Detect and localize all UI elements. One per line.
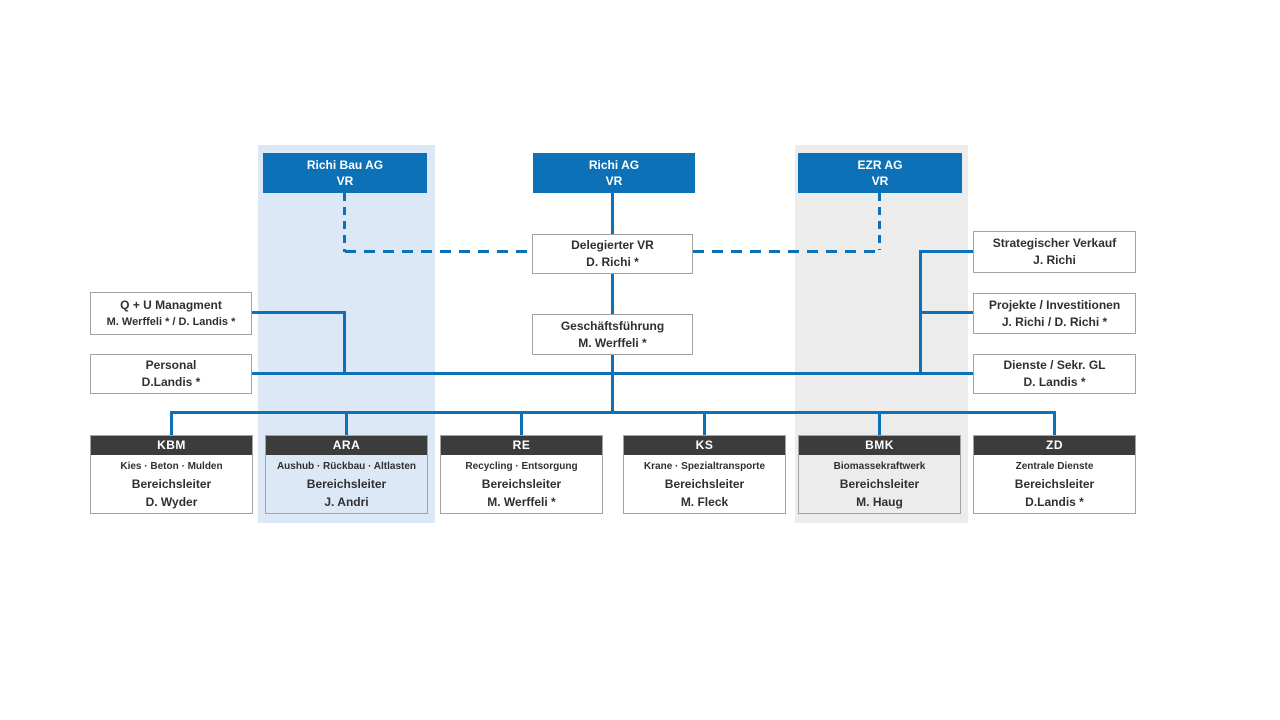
dept-person: D. Wyder: [145, 495, 198, 510]
dept-role: Bereichsleiter: [839, 476, 920, 491]
org-box-richi-ag: Richi AG VR: [533, 153, 695, 193]
connector-drop-bmk: [878, 411, 881, 435]
dept-role: Bereichsleiter: [306, 476, 387, 491]
dept-subtitle: Recycling · Entsorgung: [465, 460, 578, 472]
connector-richi-ag-delegierter: [611, 193, 614, 234]
connector-drop-zd: [1053, 411, 1056, 435]
box-title: Geschäftsführung: [560, 318, 665, 333]
dept-person: J. Andri: [324, 495, 369, 510]
dept-subtitle: Zentrale Dienste: [1015, 460, 1094, 472]
dept-code: ARA: [266, 436, 427, 455]
dept-role: Bereichsleiter: [664, 476, 745, 491]
connector-mainline: [170, 411, 1056, 414]
org-box-strategischer-verkauf: Strategischer Verkauf J. Richi: [973, 231, 1136, 273]
connector-drop-ara: [345, 411, 348, 435]
dept-subtitle: Kies · Beton · Mulden: [120, 460, 223, 472]
connector-junction-down: [343, 311, 346, 373]
connector-trunk-strategischer: [919, 250, 973, 253]
company-name: Richi Bau AG: [306, 158, 384, 172]
dept-subtitle: Aushub · Rückbau · Altlasten: [276, 460, 417, 472]
dept-role: Bereichsleiter: [131, 476, 212, 491]
dept-subtitle: Krane · Spezialtransporte: [643, 460, 766, 472]
dept-person: M. Fleck: [680, 495, 729, 510]
company-sub: VR: [605, 174, 623, 188]
connector-dashed-richi-bau-delegierter: [345, 250, 532, 253]
connector-dashed-richi-bau-down: [343, 193, 346, 252]
box-person: D.Landis *: [141, 375, 201, 389]
dept-subtitle: Biomassekraftwerk: [833, 460, 926, 472]
dept-person: D.Landis *: [1025, 495, 1084, 510]
box-title: Projekte / Investitionen: [988, 297, 1121, 312]
connector-trunk-projekte: [919, 311, 973, 314]
dept-code: ZD: [974, 436, 1135, 455]
box-title: Delegierter VR: [571, 238, 654, 252]
box-title: Dienste / Sekr. GL: [1003, 358, 1106, 372]
dept-code: RE: [441, 436, 602, 455]
dept-code: KBM: [91, 436, 252, 455]
company-sub: VR: [336, 174, 354, 188]
dept-role: Bereichsleiter: [1014, 476, 1095, 491]
org-box-ezr-ag: EZR AG VR: [798, 153, 962, 193]
connector-drop-re: [520, 411, 523, 435]
org-box-geschaeftsfuehrung: Geschäftsführung M. Werffeli *: [532, 314, 693, 355]
org-box-richi-bau-ag: Richi Bau AG VR: [263, 153, 427, 193]
dept-person: M. Haug: [856, 495, 903, 510]
box-person: D. Richi *: [586, 255, 639, 269]
dept-box-bmk: BMK Biomassekraftwerk Bereichsleiter M. …: [798, 435, 961, 514]
connector-delegierter-geschaeftsfuehrung: [611, 274, 614, 314]
box-title: Q + U Managment: [120, 297, 222, 312]
org-box-personal: Personal D.Landis *: [90, 354, 252, 394]
box-title: Personal: [145, 358, 197, 372]
box-title: Strategischer Verkauf: [992, 236, 1117, 250]
org-box-projekte-investitionen: Projekte / Investitionen J. Richi / D. R…: [973, 293, 1136, 334]
company-name: EZR AG: [857, 158, 903, 172]
connector-personal-dienste: [252, 372, 973, 375]
company-name: Richi AG: [588, 158, 640, 172]
org-box-dienste-sekr-gl: Dienste / Sekr. GL D. Landis *: [973, 354, 1136, 394]
connector-dashed-delegierter-ezr: [693, 250, 880, 253]
box-person: M. Werffeli *: [578, 335, 647, 350]
connector-drop-kbm: [170, 411, 173, 435]
connector-geschaeftsfuehrung-mainline: [611, 354, 614, 413]
dept-role: Bereichsleiter: [481, 476, 562, 491]
dept-box-re: RE Recycling · Entsorgung Bereichsleiter…: [440, 435, 603, 514]
dept-box-zd: ZD Zentrale Dienste Bereichsleiter D.Lan…: [973, 435, 1136, 514]
dept-person: M. Werffeli *: [487, 495, 556, 510]
box-person: M. Werffeli * / D. Landis *: [106, 315, 236, 328]
connector-drop-ks: [703, 411, 706, 435]
connector-dashed-ezr-down: [878, 193, 881, 250]
org-box-qu-management: Q + U Managment M. Werffeli * / D. Landi…: [90, 292, 252, 335]
dept-code: KS: [624, 436, 785, 455]
box-person: D. Landis *: [1023, 375, 1086, 389]
dept-box-kbm: KBM Kies · Beton · Mulden Bereichsleiter…: [90, 435, 253, 514]
connector-qu-junction: [252, 311, 346, 314]
company-sub: VR: [871, 174, 889, 188]
org-box-delegierter-vr: Delegierter VR D. Richi *: [532, 234, 693, 274]
box-person: J. Richi / D. Richi *: [1001, 314, 1108, 329]
dept-box-ks: KS Krane · Spezialtransporte Bereichslei…: [623, 435, 786, 514]
dept-code: BMK: [799, 436, 960, 455]
box-person: J. Richi: [1033, 253, 1076, 267]
dept-box-ara: ARA Aushub · Rückbau · Altlasten Bereich…: [265, 435, 428, 514]
